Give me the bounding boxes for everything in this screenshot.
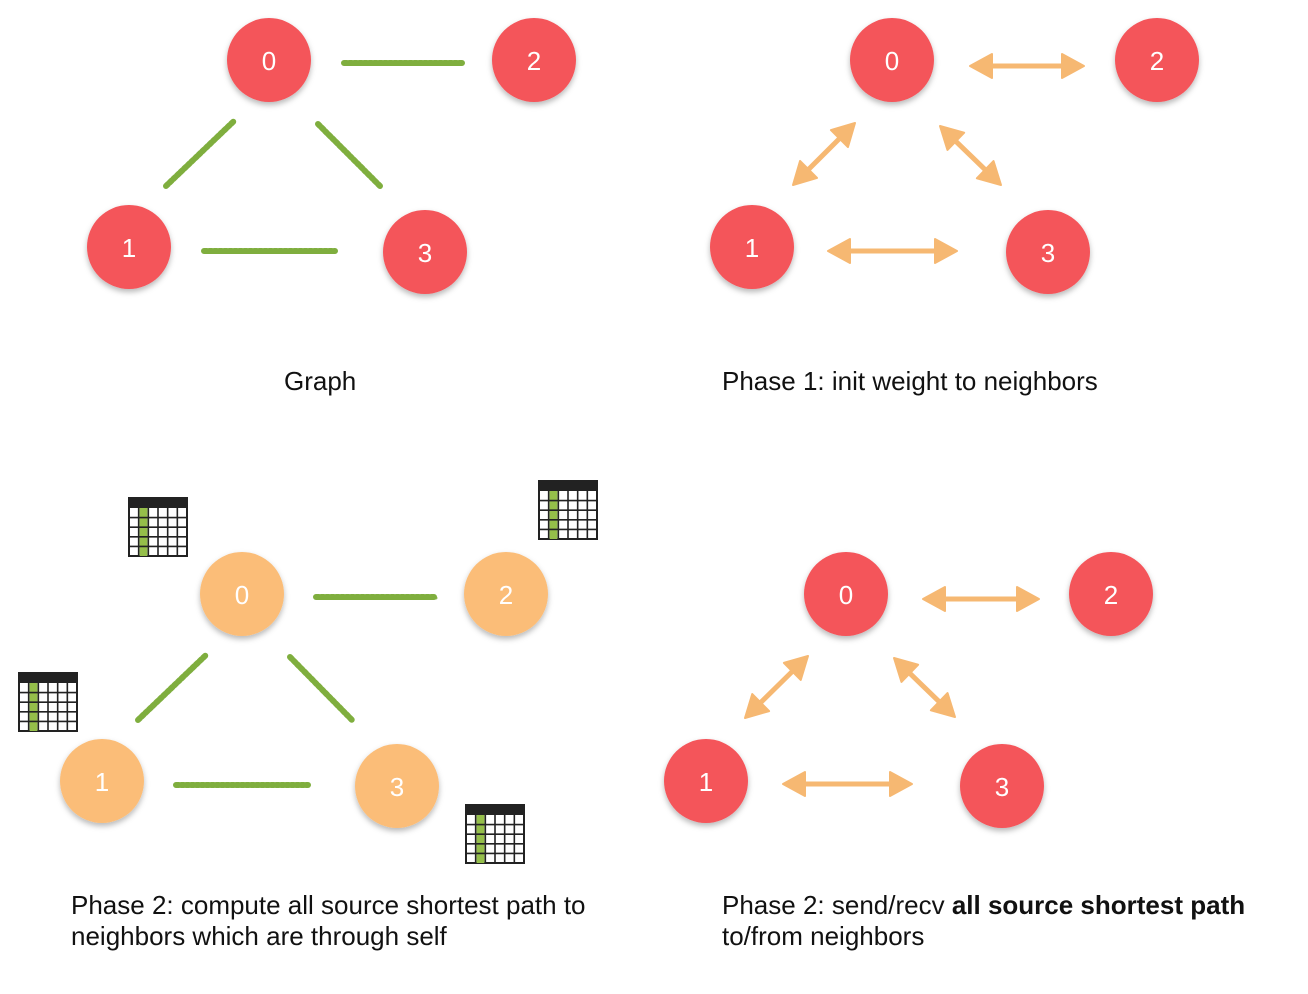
node-label: 1 <box>745 233 759 263</box>
node-label: 2 <box>527 46 541 76</box>
node-0-phase2-compute: 0 <box>200 552 284 636</box>
edge-1-3-phase2-compute <box>173 782 311 788</box>
table-icon <box>18 672 78 732</box>
caption-phase1: Phase 1: init weight to neighbors <box>722 366 1098 396</box>
node-label: 2 <box>499 580 513 610</box>
node-label: 2 <box>1104 580 1118 610</box>
table-icon <box>128 497 188 557</box>
node-0-graph: 0 <box>227 18 311 102</box>
node-2-phase2-send: 2 <box>1069 552 1153 636</box>
node-2-phase2-compute: 2 <box>464 552 548 636</box>
node-label: 3 <box>390 772 404 802</box>
edge-0-1-phase2-compute <box>135 652 209 723</box>
edge-1-3-phase1 <box>827 238 958 264</box>
node-label: 3 <box>418 238 432 268</box>
node-1-phase2-send: 1 <box>664 739 748 823</box>
node-label: 0 <box>262 46 276 76</box>
edge-0-3-graph <box>315 121 383 189</box>
node-label: 2 <box>1150 46 1164 76</box>
node-3-graph: 3 <box>383 210 467 294</box>
table-icon <box>465 804 525 864</box>
node-2-phase1: 2 <box>1115 18 1199 102</box>
edge-0-1-phase2-send <box>744 655 809 719</box>
node-1-phase1: 1 <box>710 205 794 289</box>
node-0-phase2-send: 0 <box>804 552 888 636</box>
node-0-phase1: 0 <box>850 18 934 102</box>
edge-0-3-phase2-send <box>893 657 956 718</box>
node-2-graph: 2 <box>492 18 576 102</box>
edge-0-3-phase2-compute <box>287 654 355 723</box>
node-3-phase2-compute: 3 <box>355 744 439 828</box>
caption-phase2-send-tail: to/from neighbors <box>722 921 925 951</box>
node-label: 1 <box>95 767 109 797</box>
node-3-phase2-send: 3 <box>960 744 1044 828</box>
caption-phase2-compute: Phase 2: compute all source shortest pat… <box>71 890 586 951</box>
caption-graph: Graph <box>284 366 357 396</box>
node-label: 3 <box>995 772 1009 802</box>
edge-1-3-graph <box>201 248 338 254</box>
node-label: 0 <box>235 580 249 610</box>
edge-0-3-phase1 <box>939 125 1002 186</box>
node-label: 0 <box>839 580 853 610</box>
edge-0-2-graph <box>341 60 465 66</box>
node-label: 3 <box>1041 238 1055 268</box>
edge-0-2-phase2-compute <box>313 594 439 600</box>
edge-0-2-phase2-send <box>922 586 1040 612</box>
node-1-phase2-compute: 1 <box>60 739 144 823</box>
edge-1-3-phase2-send <box>782 771 913 797</box>
table-icon <box>538 480 598 540</box>
caption-phase2-send-bold: all source shortest path <box>951 890 1246 920</box>
edge-0-1-graph <box>163 118 237 189</box>
edge-0-2-phase1 <box>969 53 1085 79</box>
caption-phase2-send-plain: Phase 2: send/recv <box>722 890 952 920</box>
node-3-phase1: 3 <box>1006 210 1090 294</box>
node-label: 0 <box>885 46 899 76</box>
caption-phase2-send: Phase 2: send/recv all source shortest p… <box>722 890 1302 952</box>
node-label: 1 <box>699 767 713 797</box>
node-1-graph: 1 <box>87 205 171 289</box>
edge-0-1-phase1 <box>792 122 856 186</box>
node-label: 1 <box>122 233 136 263</box>
